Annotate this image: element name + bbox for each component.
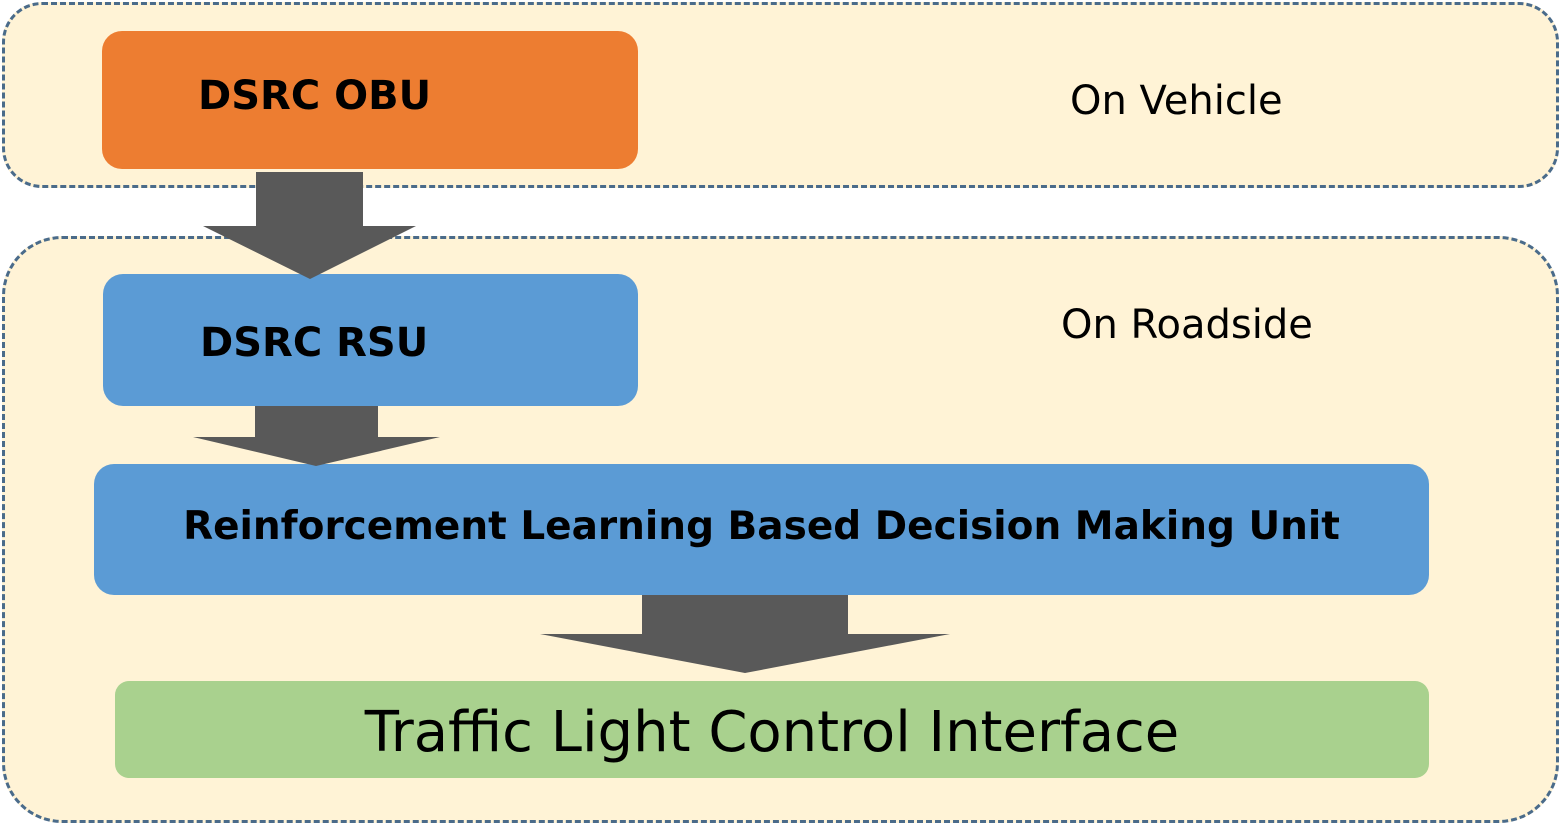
rl-decision-unit-label: Reinforcement Learning Based Decision Ma… — [183, 504, 1340, 549]
dsrc-obu-node: DSRC OBU — [102, 31, 638, 169]
dsrc-rsu-label: DSRC RSU — [200, 320, 429, 366]
on-roadside-label: On Roadside — [1061, 302, 1313, 348]
traffic-light-control-interface-label: Traffic Light Control Interface — [364, 700, 1180, 765]
rl-decision-unit-node: Reinforcement Learning Based Decision Ma… — [94, 464, 1429, 595]
dsrc-rsu-node: DSRC RSU — [103, 274, 638, 406]
traffic-light-control-interface-node: Traffic Light Control Interface — [115, 681, 1429, 778]
dsrc-obu-label: DSRC OBU — [198, 73, 432, 119]
on-vehicle-label: On Vehicle — [1070, 78, 1283, 124]
